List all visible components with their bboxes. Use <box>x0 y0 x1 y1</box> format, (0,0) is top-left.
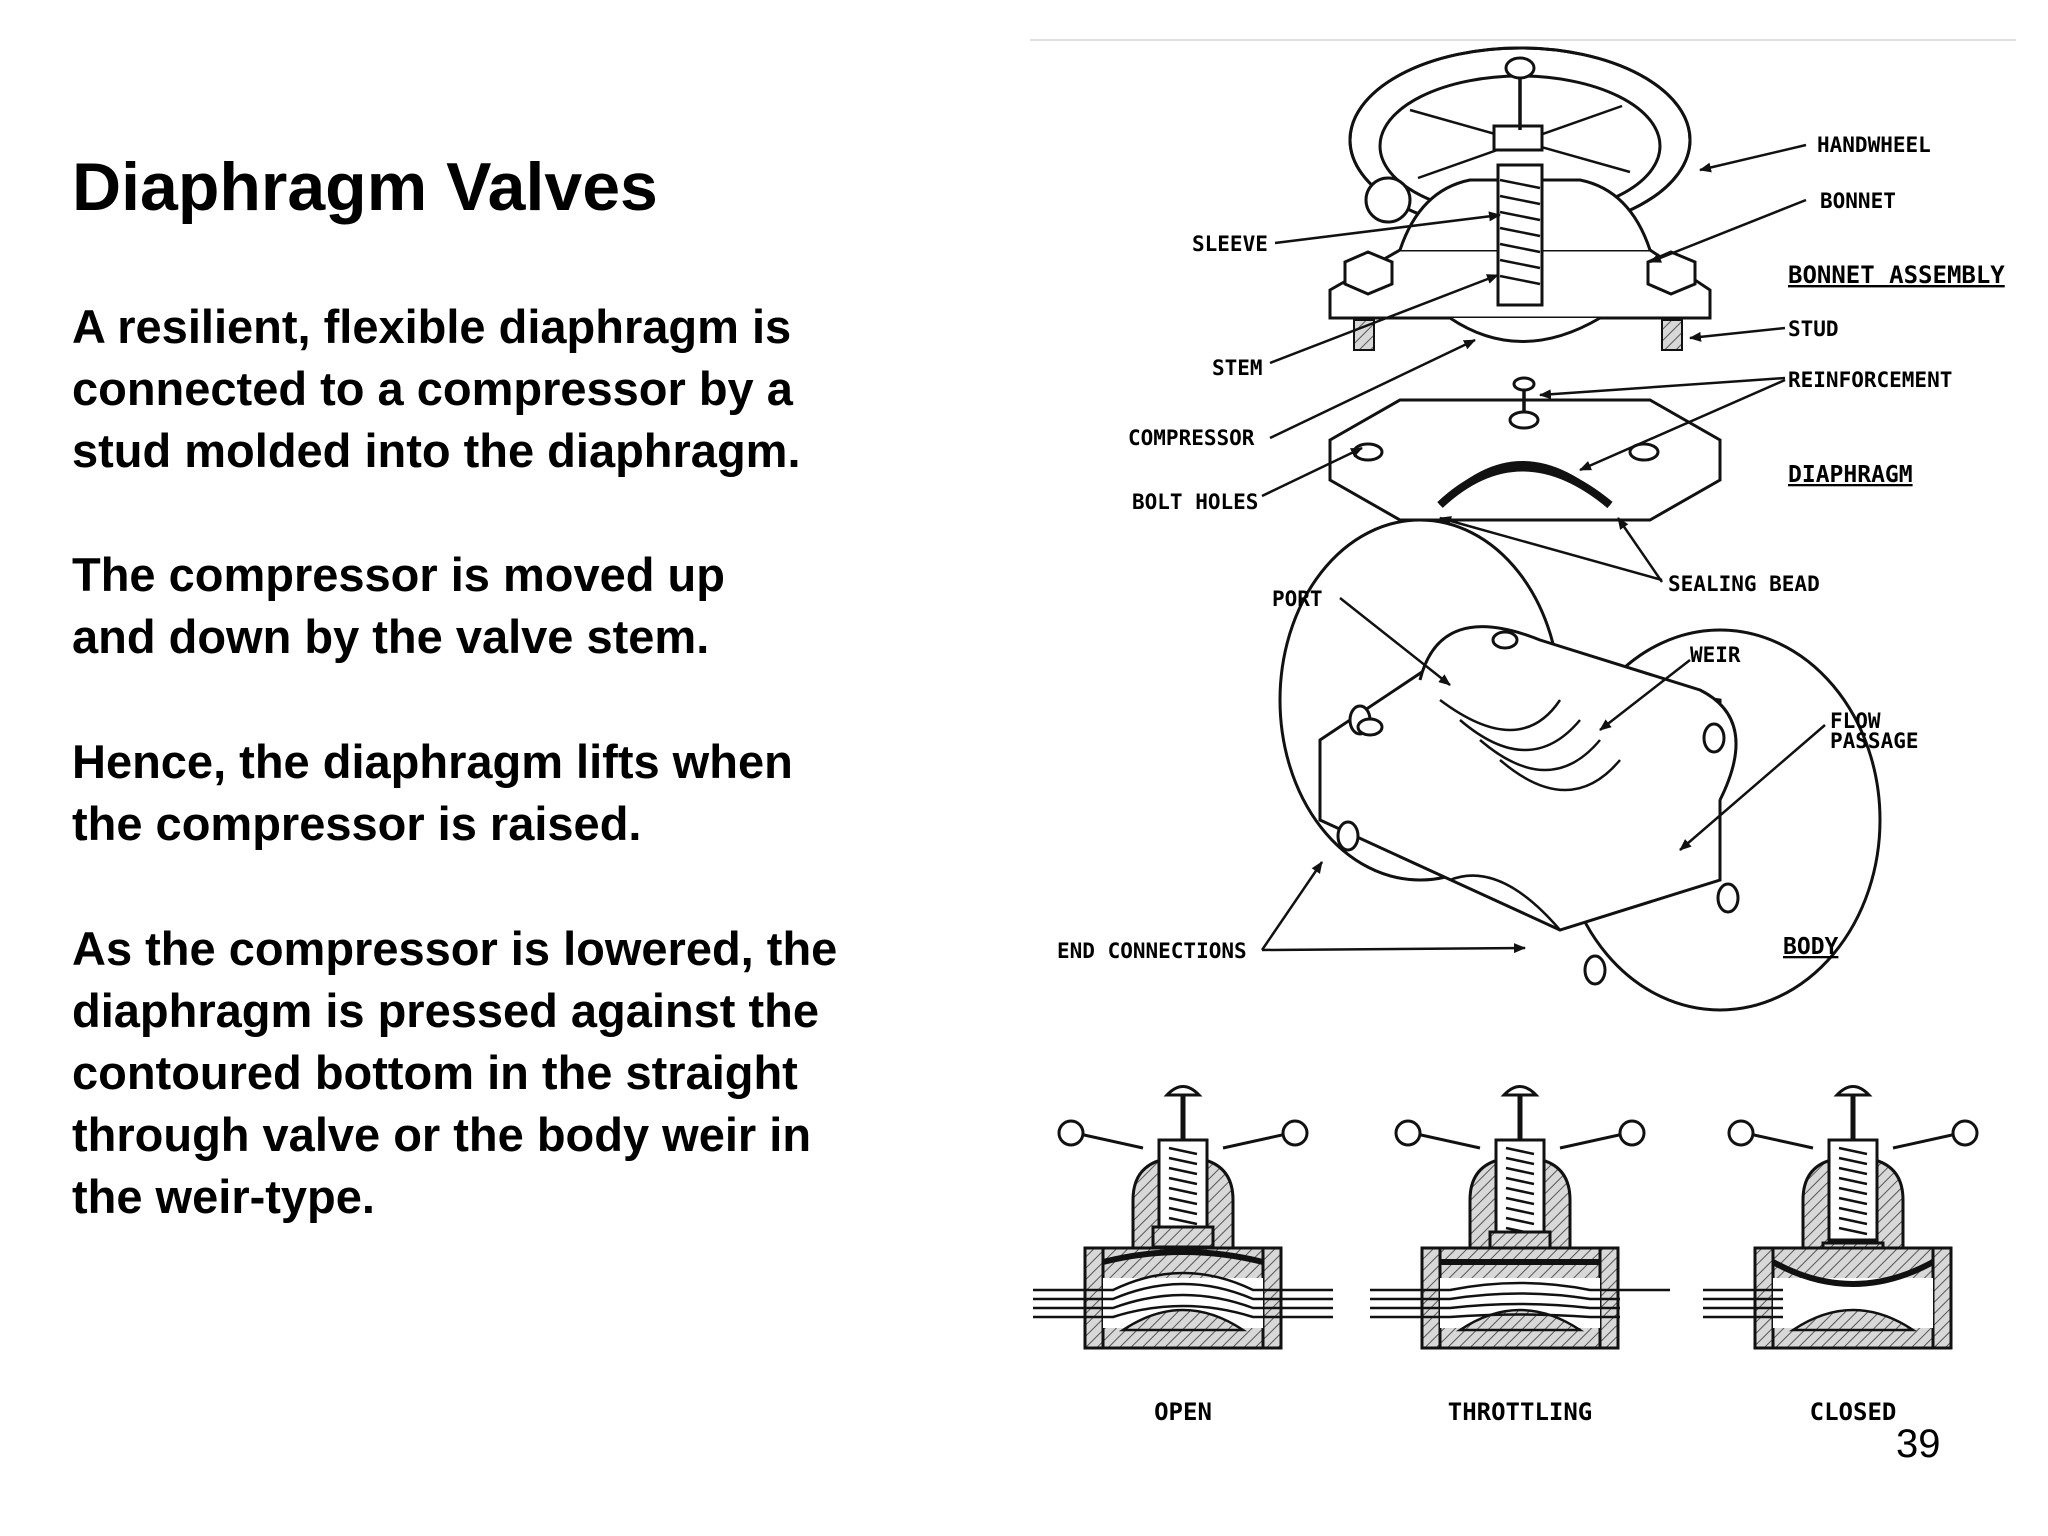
paragraph-3: Hence, the diaphragm lifts when the comp… <box>72 731 793 855</box>
paragraph-line: As the compressor is lowered, the <box>72 922 838 975</box>
closed-valve-drawing <box>1703 1085 1979 1350</box>
open-valve-drawing <box>1033 1085 1333 1350</box>
diaphragm-drawing <box>1328 376 1722 522</box>
paragraph-line: the weir-type. <box>72 1170 375 1223</box>
label-state-throttling: THROTTLING <box>1448 1398 1593 1426</box>
paragraph-line: contoured bottom in the straight <box>72 1046 798 1099</box>
label-state-closed: CLOSED <box>1810 1398 1897 1426</box>
paragraph-1: A resilient, flexible diaphragm is conne… <box>72 296 801 482</box>
leader-lines <box>1260 143 1826 954</box>
throttling-valve-drawing <box>1370 1085 1670 1350</box>
label-weir: WEIR <box>1690 643 1741 667</box>
label-sleeve: SLEEVE <box>1192 232 1268 256</box>
valve-state-illustrations <box>1033 1085 1979 1350</box>
slide-title: Diaphragm Valves <box>72 149 658 225</box>
handwheel-drawing <box>1348 46 1692 260</box>
label-flow-passage: PASSAGE <box>1830 729 1919 753</box>
label-port: PORT <box>1272 587 1323 611</box>
paragraph-4: As the compressor is lowered, the diaphr… <box>72 918 837 1228</box>
state-labels: OPEN THROTTLING CLOSED <box>1154 1398 1896 1426</box>
paragraph-line: The compressor is moved up <box>72 548 725 601</box>
label-end-connections: END CONNECTIONS <box>1057 939 1247 963</box>
paragraph-2: The compressor is moved up and down by t… <box>72 544 725 668</box>
label-bonnet-assembly: BONNET ASSEMBLY <box>1788 261 2005 289</box>
label-body: BODY <box>1783 934 1839 960</box>
label-reinforcement: REINFORCEMENT <box>1788 368 1952 392</box>
page-number: 39 <box>1896 1422 1941 1466</box>
paragraph-line: diaphragm is pressed against the <box>72 984 819 1037</box>
label-stem: STEM <box>1212 356 1263 380</box>
label-bonnet: BONNET <box>1820 189 1896 213</box>
label-sealing-bead: SEALING BEAD <box>1668 572 1820 596</box>
bonnet-assembly-drawing <box>1328 46 1722 522</box>
label-diaphragm: DIAPHRAGM <box>1788 462 1913 488</box>
paragraph-line: and down by the valve stem. <box>72 610 710 663</box>
label-handwheel: HANDWHEEL <box>1817 133 1931 157</box>
paragraph-line: Hence, the diaphragm lifts when <box>72 735 793 788</box>
label-stud: STUD <box>1788 317 1839 341</box>
stem-drawing <box>1496 56 1544 307</box>
label-state-open: OPEN <box>1154 1398 1212 1426</box>
paragraph-line: connected to a compressor by a <box>72 362 793 415</box>
label-flow-passage: FLOW <box>1830 709 1881 733</box>
paragraph-line: stud molded into the diaphragm. <box>72 424 801 477</box>
label-bolt-holes: BOLT HOLES <box>1132 490 1258 514</box>
paragraph-line: the compressor is raised. <box>72 797 642 850</box>
label-compressor: COMPRESSOR <box>1128 426 1255 450</box>
diagram-labels: HANDWHEEL BONNET BONNET ASSEMBLY SLEEVE … <box>1057 133 2005 963</box>
paragraph-line: through valve or the body weir in <box>72 1108 812 1161</box>
valve-body-drawing <box>1278 518 1882 1012</box>
header-rule <box>1030 39 2016 41</box>
paragraph-line: A resilient, flexible diaphragm is <box>72 300 792 353</box>
